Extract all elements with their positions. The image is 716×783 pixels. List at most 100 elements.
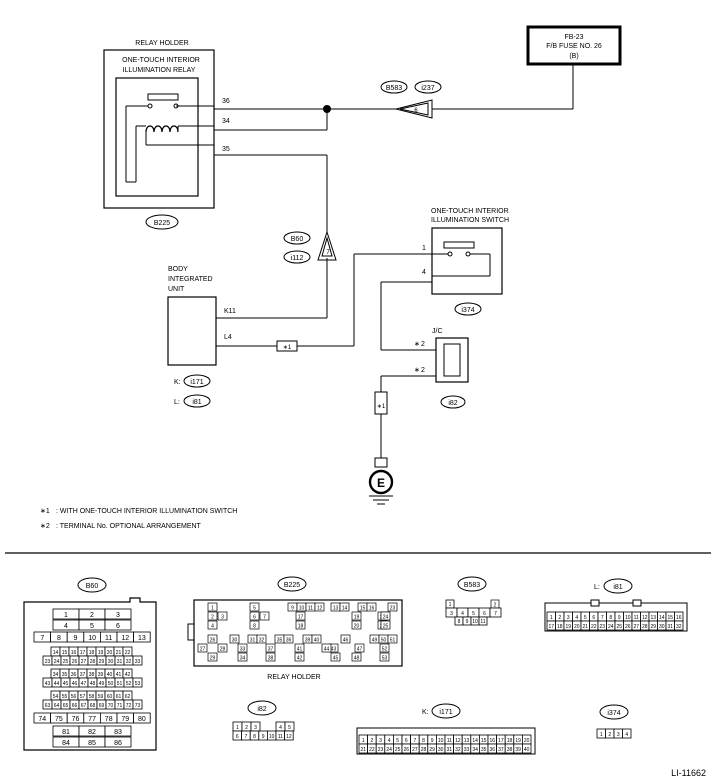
i82-view-label: i82 bbox=[257, 706, 266, 713]
pin-number: 49 bbox=[372, 638, 378, 644]
pin-cell bbox=[387, 634, 398, 644]
relay-pin-36: 36 bbox=[222, 98, 230, 105]
b225-caption: RELAY HOLDER bbox=[267, 674, 320, 681]
pin-cell bbox=[197, 643, 208, 653]
pin-cell bbox=[259, 611, 270, 621]
fuse-line2: F/B FUSE NO. 26 bbox=[546, 43, 602, 50]
pin-number: 53 bbox=[382, 656, 388, 662]
pin-number: 8 bbox=[253, 624, 256, 630]
relay-coil-symbol bbox=[135, 125, 214, 182]
pin-number: 32 bbox=[455, 747, 461, 753]
i374-view-label: i374 bbox=[607, 710, 620, 717]
pin-number: 6 bbox=[405, 738, 408, 744]
pin-number: 15 bbox=[667, 615, 673, 621]
b225-view-label: B225 bbox=[284, 582, 300, 589]
note2-text: : TERMINAL No. OPTIONAL ARRANGEMENT bbox=[56, 523, 202, 530]
pin-number: 59 bbox=[98, 694, 104, 700]
pin-number: 27 bbox=[81, 659, 87, 665]
pin-number: 28 bbox=[642, 624, 648, 630]
pin-number: 56 bbox=[71, 694, 77, 700]
jc-pin2: 2 bbox=[421, 367, 425, 374]
pin-number: 12 bbox=[121, 635, 129, 642]
pin-number: 21 bbox=[582, 624, 588, 630]
pin-cell bbox=[207, 620, 218, 630]
pin-number: 16 bbox=[676, 615, 682, 621]
pin-number: 30 bbox=[659, 624, 665, 630]
pin-cell bbox=[104, 608, 132, 620]
pin-cell bbox=[104, 736, 132, 748]
pin-number: 40 bbox=[524, 747, 530, 753]
pin-number: 29 bbox=[210, 656, 216, 662]
pin-cell bbox=[104, 619, 132, 631]
pin-number: 47 bbox=[357, 647, 363, 653]
pin-number: 1 bbox=[550, 615, 553, 621]
pin-number: 38 bbox=[507, 747, 513, 753]
pin-number: 11 bbox=[447, 738, 452, 744]
pin-number: 5 bbox=[253, 606, 256, 612]
pin-number: 14 bbox=[342, 606, 348, 612]
fuse-line3: (B) bbox=[569, 53, 578, 60]
pin-cell bbox=[622, 728, 632, 739]
pin-number: 52 bbox=[382, 647, 388, 653]
switch-pin-4: 4 bbox=[422, 269, 426, 276]
pin-cell bbox=[249, 611, 260, 621]
pin-number: 3 bbox=[567, 615, 570, 621]
pin-number: 17 bbox=[548, 624, 554, 630]
pin-number: 28 bbox=[90, 659, 96, 665]
relay-contact-symbol bbox=[125, 93, 214, 183]
legend-notes: ∗1 : WITH ONE-TOUCH INTERIOR ILLUMINATIO… bbox=[40, 508, 237, 530]
pin-number: 38 bbox=[268, 656, 274, 662]
pin-number: 11 bbox=[480, 619, 485, 625]
pin-cell bbox=[265, 643, 276, 653]
pin-number: 5 bbox=[472, 611, 475, 617]
pin-number: 29 bbox=[650, 624, 656, 630]
pin-number: 24 bbox=[386, 747, 392, 753]
pin-cell bbox=[256, 634, 267, 644]
pin-number: 32 bbox=[676, 624, 682, 630]
pin-cell bbox=[207, 611, 218, 621]
switch-pin-1: 1 bbox=[422, 245, 426, 252]
i374-view-label-oval bbox=[599, 704, 629, 720]
relay-holder-label: RELAY HOLDER bbox=[135, 40, 188, 47]
pin-number: 40 bbox=[107, 672, 113, 678]
joint-connector: J/C ∗ 2 ∗ 2 i82 bbox=[414, 328, 469, 409]
pin-cell bbox=[314, 602, 325, 612]
pin-number: 84 bbox=[62, 740, 70, 747]
pin-number: 41 bbox=[116, 672, 122, 678]
pin-number: 9 bbox=[618, 615, 621, 621]
pin-cell bbox=[265, 652, 276, 662]
pin-cell bbox=[132, 677, 143, 688]
pin-number: 34 bbox=[472, 747, 478, 753]
pin-cell bbox=[351, 620, 362, 630]
pin-number: 4 bbox=[461, 611, 464, 617]
pin-number: 51 bbox=[117, 681, 123, 687]
pin-number: 26 bbox=[404, 747, 410, 753]
pin-cell bbox=[339, 602, 350, 612]
pin-number: 18 bbox=[298, 624, 304, 630]
pin-number: 7 bbox=[245, 734, 248, 740]
pin-cell bbox=[217, 611, 228, 621]
pin-number: 22 bbox=[591, 624, 597, 630]
pin-cell bbox=[478, 616, 488, 626]
pin-number: 11 bbox=[634, 615, 639, 621]
pin-cell bbox=[132, 655, 143, 666]
pin-number: 75 bbox=[55, 716, 63, 723]
pin-number: 8 bbox=[458, 619, 461, 625]
pin-number: 16 bbox=[490, 738, 496, 744]
relay-holder-outline bbox=[103, 49, 215, 209]
pin-number: 14 bbox=[472, 738, 478, 744]
relay-connector-label: B225 bbox=[154, 220, 170, 227]
pin-number: 50 bbox=[108, 681, 114, 687]
pin-number: 80 bbox=[138, 716, 146, 723]
pin-cell bbox=[237, 643, 248, 653]
pin-number: 33 bbox=[240, 647, 246, 653]
pin-number: 2 bbox=[608, 732, 611, 738]
pin-number: 14 bbox=[659, 615, 665, 621]
pin-number: 37 bbox=[80, 672, 86, 678]
pin-number: 32 bbox=[126, 659, 132, 665]
pin-number: 4 bbox=[625, 732, 628, 738]
pin-number: 3 bbox=[617, 732, 620, 738]
pin-number: 65 bbox=[63, 703, 69, 709]
pin-number: 30 bbox=[108, 659, 114, 665]
